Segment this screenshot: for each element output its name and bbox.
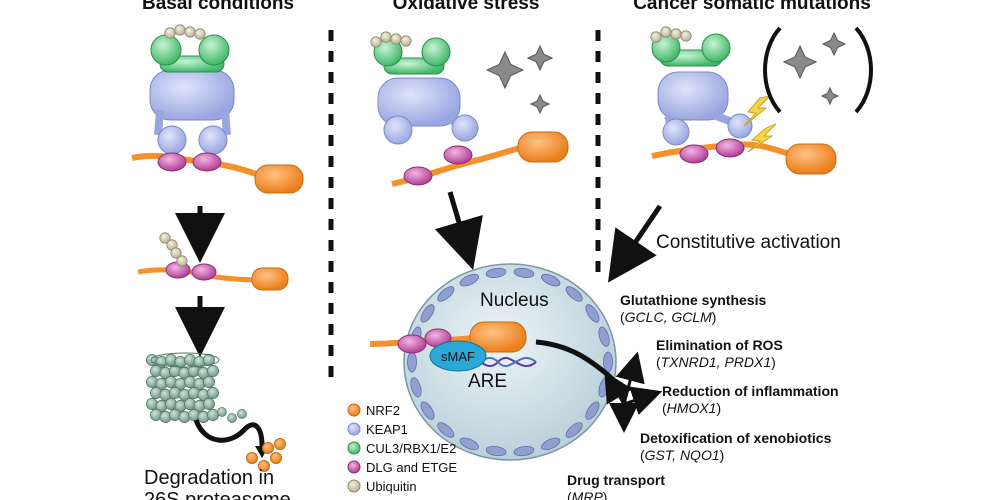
constitutive-activation-label: Constitutive activation bbox=[656, 232, 841, 253]
ros-stars-oxidative bbox=[485, 44, 554, 115]
nucleus-label: Nucleus bbox=[480, 290, 549, 311]
degradation-label-2: 26S proteasome bbox=[144, 489, 291, 500]
cancer-complex bbox=[650, 26, 837, 175]
legend-label: Ubiquitin bbox=[366, 479, 417, 494]
nuclear-pore bbox=[565, 286, 583, 302]
nuclear-pores bbox=[407, 267, 613, 457]
etge-icon bbox=[192, 152, 222, 172]
nuclear-pore bbox=[513, 446, 535, 457]
ubiquitinated-nrf2 bbox=[137, 232, 289, 291]
legend-swatch-dlg bbox=[347, 460, 361, 474]
ros-star-icon bbox=[782, 44, 818, 80]
are-label: ARE bbox=[468, 371, 507, 392]
proteasome-26s bbox=[146, 352, 247, 423]
legend-swatch-ubiquitin bbox=[347, 479, 361, 493]
ros-star-icon bbox=[529, 93, 551, 115]
legend-swatch-cul3 bbox=[347, 441, 361, 455]
ros-star-icon bbox=[820, 86, 840, 106]
outcome-title: Detoxification of xenobiotics bbox=[640, 430, 832, 446]
oxidative-complex bbox=[370, 31, 569, 187]
arrow-oxidative-to-nucleus bbox=[434, 191, 483, 270]
outcome-title: Reduction of inflammation bbox=[662, 383, 839, 399]
nuclear-pore bbox=[585, 401, 600, 420]
panel-title-cancer: Cancer somatic mutations bbox=[633, 0, 871, 14]
nuclear-pore bbox=[459, 273, 479, 287]
legend-label: DLG and ETGE bbox=[366, 460, 457, 475]
nuclear-pore bbox=[407, 351, 417, 373]
arrow-constitutive-activation bbox=[607, 204, 663, 283]
nuclear-pore bbox=[565, 422, 583, 438]
outcomes-list: Glutathione synthesis (GCLC, GCLM) Elimi… bbox=[567, 292, 839, 500]
outcome-title: Glutathione synthesis bbox=[620, 292, 766, 308]
nuclear-pore bbox=[459, 437, 479, 451]
panel-title-oxidative: Oxidative stress bbox=[393, 0, 540, 14]
smaf-icon bbox=[429, 340, 487, 372]
peptide-fragments bbox=[246, 438, 286, 472]
nucleus bbox=[403, 263, 617, 461]
mutation-lightning-icon bbox=[743, 95, 772, 127]
legend-label: CUL3/RBX1/E2 bbox=[366, 441, 456, 456]
legend-label: KEAP1 bbox=[366, 422, 408, 437]
outcome-genes: (TXNRD1, PRDX1) bbox=[656, 354, 776, 370]
nuclear-pore bbox=[603, 351, 613, 373]
output-arrows bbox=[604, 351, 663, 433]
nuclear-pore bbox=[485, 267, 507, 278]
nrf2-icon bbox=[254, 164, 304, 194]
nuclear-pore bbox=[410, 377, 422, 398]
cul3-icon bbox=[150, 34, 182, 66]
nuclear-pore bbox=[541, 273, 561, 287]
ros-stars-cancer bbox=[763, 26, 873, 114]
nuclear-pore bbox=[541, 437, 561, 451]
legend: NRF2 KEAP1 CUL3/RBX1/E2 DLG and ETGE Ubi… bbox=[347, 403, 457, 494]
degradation-path-arrow bbox=[193, 418, 265, 447]
nuclear-pore bbox=[598, 326, 610, 347]
ros-star-icon bbox=[526, 44, 554, 72]
nrf2-in-nucleus bbox=[369, 321, 537, 372]
basal-complex bbox=[131, 24, 304, 194]
mutation-lightning-icon-2 bbox=[747, 123, 777, 153]
nuclear-pore bbox=[420, 304, 435, 323]
outcome-genes: (HMOX1) bbox=[662, 400, 721, 416]
outcome-genes: (GST, NQO1) bbox=[640, 447, 724, 463]
outcome-title: Elimination of ROS bbox=[656, 337, 783, 353]
legend-swatch-nrf2 bbox=[347, 403, 361, 417]
nuclear-pore bbox=[420, 401, 435, 420]
nuclear-pore bbox=[437, 286, 455, 302]
outcome-genes: (GCLC, GCLM) bbox=[620, 309, 716, 325]
dlg-icon bbox=[157, 152, 187, 172]
degradation-label-1: Degradation in bbox=[144, 467, 274, 489]
legend-swatch-keap1 bbox=[347, 422, 361, 436]
outcome-title: Drug transport bbox=[567, 472, 665, 488]
ros-star-icon bbox=[821, 31, 847, 57]
ros-star-icon bbox=[485, 50, 525, 90]
legend-label: NRF2 bbox=[366, 403, 400, 418]
smaf-label: sMAF bbox=[441, 349, 475, 364]
nuclear-pore bbox=[585, 304, 600, 323]
outcome-genes: (MRP) bbox=[567, 489, 607, 500]
panel-title-basal: Basal conditions bbox=[142, 0, 294, 14]
nuclear-pore bbox=[437, 422, 455, 438]
nuclear-pore bbox=[485, 446, 507, 457]
nuclear-pore bbox=[513, 267, 535, 278]
